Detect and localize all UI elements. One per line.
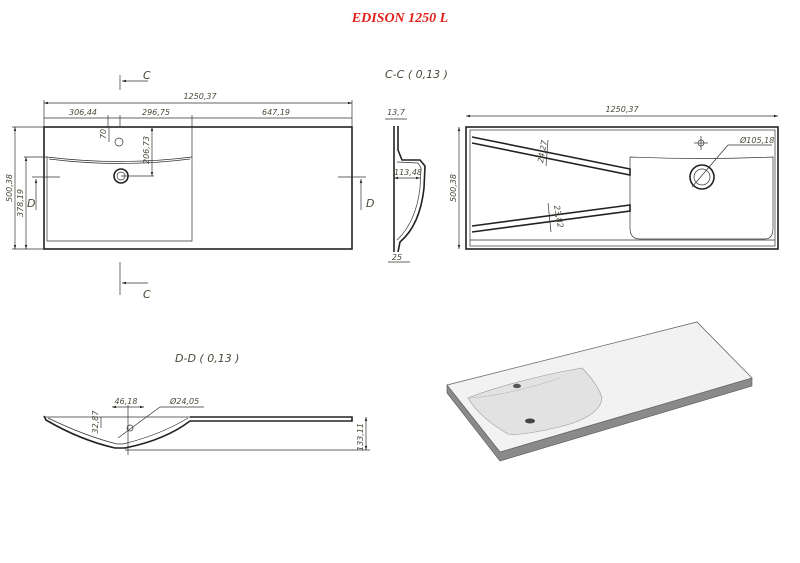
dim-rib-lower: 23,82: [552, 205, 565, 229]
bottom-drain-icon: [689, 164, 715, 190]
bottom-basin: [629, 156, 774, 240]
drawing-title: EDISON 1250 L: [351, 11, 448, 26]
section-dd-label: D-D ( 0,13 ): [175, 352, 239, 365]
section-dd: D-D ( 0,13 ) 46,18 Ø24,05 32,87 133,11: [43, 352, 370, 455]
section-cc-profile: [393, 126, 426, 253]
section-c-top-label: C: [143, 69, 151, 82]
dim-bottom-width: 1250,37: [605, 105, 639, 114]
dim-mid-segment: 296,75: [142, 108, 170, 117]
bottom-view: Ø105,18 1250,37 500,38 24,27 23,82: [449, 105, 779, 250]
countertop-outline: [43, 126, 353, 250]
dim-total-height: 133,11: [356, 423, 365, 451]
bottom-outline: [465, 126, 779, 250]
section-cc: C-C ( 0,13 ) 13,7 113,48 25: [385, 68, 448, 263]
dd-hole-icon: [126, 424, 134, 432]
dim-tap-offset: 70: [99, 129, 108, 139]
dim-rim-thickness: 13,7: [387, 108, 406, 117]
section-cc-label: C-C ( 0,13 ): [385, 68, 448, 81]
iso-tap-hole-icon: [513, 383, 521, 389]
plan-view: C C D D 1250,37 306,44 296,75 647,19 500…: [5, 69, 374, 301]
iso-basin: [467, 367, 603, 435]
dim-hole-offset: 46,18: [115, 397, 138, 406]
rib-upper: [471, 136, 631, 176]
tap-hole-icon: [114, 137, 124, 147]
dim-drain-diameter: Ø105,18: [739, 135, 774, 145]
section-dd-profile: [43, 415, 353, 449]
section-d-right-label: D: [366, 197, 374, 210]
iso-countertop: [446, 321, 753, 453]
dim-rib-upper: 24,27: [536, 139, 549, 164]
dim-hole-height: 32,87: [91, 410, 100, 434]
dim-hole-diameter: Ø24,05: [169, 396, 199, 406]
dim-right-segment: 647,19: [262, 108, 290, 117]
dim-left-segment: 306,44: [69, 108, 97, 117]
dim-bottom: 25: [392, 253, 402, 262]
dim-overall-width: 1250,37: [183, 92, 217, 101]
isometric-view: [446, 321, 753, 462]
dim-basin-depth: 378,19: [16, 189, 25, 217]
iso-drain-icon: [525, 418, 535, 424]
dim-drain-offset: 206,73: [142, 136, 151, 164]
rib-lower: [471, 204, 631, 233]
section-c-bottom-label: C: [143, 288, 151, 301]
dim-bowl-depth: 113,48: [394, 168, 422, 177]
dim-bottom-depth: 500,38: [449, 174, 458, 202]
dim-depth: 500,38: [5, 174, 14, 202]
section-d-left-label: D: [27, 197, 35, 210]
